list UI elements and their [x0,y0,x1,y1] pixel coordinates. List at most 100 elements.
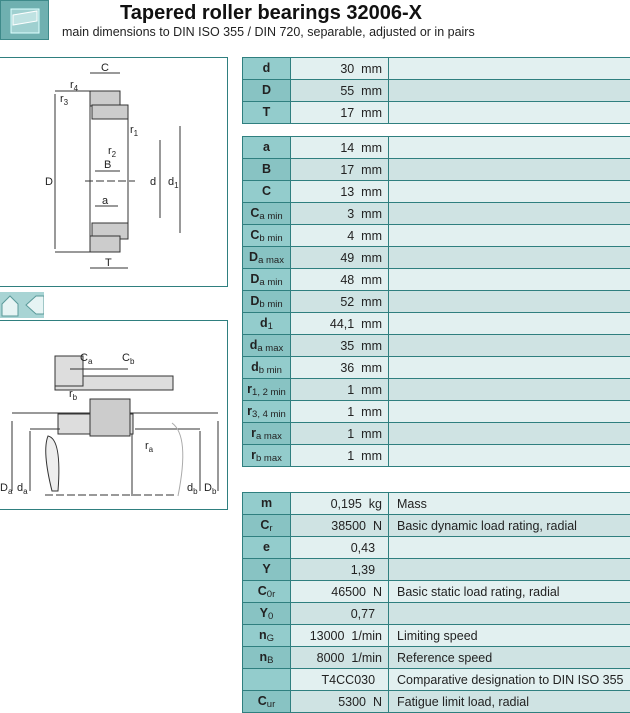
value-cell: 0,43 [291,537,389,559]
symbol-cell: B [243,159,291,181]
symbol-cell: nG [243,625,291,647]
symbol-cell: rb max [243,445,291,467]
table-row: T4CC030 Comparative designation to DIN I… [243,669,630,691]
description-cell [389,401,630,423]
value-cell: 13000 1/min [291,625,389,647]
value-cell: 17 mm [291,159,389,181]
description-cell [389,423,630,445]
symbol-cell: a [243,137,291,159]
description-cell [389,313,630,335]
description-cell [389,80,630,102]
symbol-cell: Cb min [243,225,291,247]
description-cell [389,102,630,124]
value-cell: 30 mm [291,58,389,80]
value-cell: 13 mm [291,181,389,203]
value-cell: 1 mm [291,379,389,401]
value-cell: 0,195 kg [291,493,389,515]
symbol-cell: Ca min [243,203,291,225]
symbol-cell: d1 [243,313,291,335]
symbol-cell [243,669,291,691]
label-Db: Db [204,482,217,496]
description-cell: Fatigue limit load, radial [389,691,630,713]
description-cell [389,247,630,269]
symbol-cell: e [243,537,291,559]
symbol-cell: Cur [243,691,291,713]
value-cell: 0,77 [291,603,389,625]
value-cell: T4CC030 [291,669,389,691]
symbol-cell: r3, 4 min [243,401,291,423]
value-cell: 49 mm [291,247,389,269]
description-cell [389,58,630,80]
label-T: T [105,257,112,269]
symbol-cell: Y [243,559,291,581]
value-cell: 36 mm [291,357,389,379]
value-cell: 3 mm [291,203,389,225]
value-cell: 1 mm [291,445,389,467]
value-cell: 52 mm [291,291,389,313]
symbol-cell: nB [243,647,291,669]
description-cell [389,357,630,379]
symbol-cell: d [243,58,291,80]
label-d1: d1 [168,176,179,190]
value-cell: 17 mm [291,102,389,124]
description-cell [389,537,630,559]
value-cell: 48 mm [291,269,389,291]
label-Ca: Ca [80,352,93,366]
label-da: da [17,482,28,496]
symbol-cell: r1, 2 min [243,379,291,401]
symbol-cell: T [243,102,291,124]
value-cell: 44,1 mm [291,313,389,335]
value-cell: 38500 N [291,515,389,537]
label-a: a [102,195,109,207]
value-cell: 35 mm [291,335,389,357]
symbol-cell: Da max [243,247,291,269]
description-cell [389,445,630,467]
label-d: d [150,176,156,188]
value-cell: 8000 1/min [291,647,389,669]
description-cell [389,203,630,225]
label-ra: ra [145,440,154,454]
symbol-cell: C [243,181,291,203]
description-cell: Comparative designation to DIN ISO 355 [389,669,630,691]
description-cell: Reference speed [389,647,630,669]
label-Cb: Cb [122,352,135,366]
description-cell [389,225,630,247]
value-cell: 1 mm [291,401,389,423]
description-cell [389,269,630,291]
value-cell: 4 mm [291,225,389,247]
description-cell [389,559,630,581]
mounting-dimension-drawing: Ca Cb rb ra Da da db Db [0,320,228,510]
symbol-cell: Da min [243,269,291,291]
page-title: Tapered roller bearings 32006-X [120,2,422,25]
description-cell [389,137,630,159]
description-cell: Basic dynamic load rating, radial [389,515,630,537]
value-cell: 46500 N [291,581,389,603]
bearing-dimension-drawing: C r4 r3 r1 r2 B D d d1 a T [0,57,228,287]
symbol-cell: Db min [243,291,291,313]
description-cell [389,291,630,313]
symbol-cell: da max [243,335,291,357]
description-cell: Limiting speed [389,625,630,647]
description-cell [389,159,630,181]
description-cell [389,335,630,357]
